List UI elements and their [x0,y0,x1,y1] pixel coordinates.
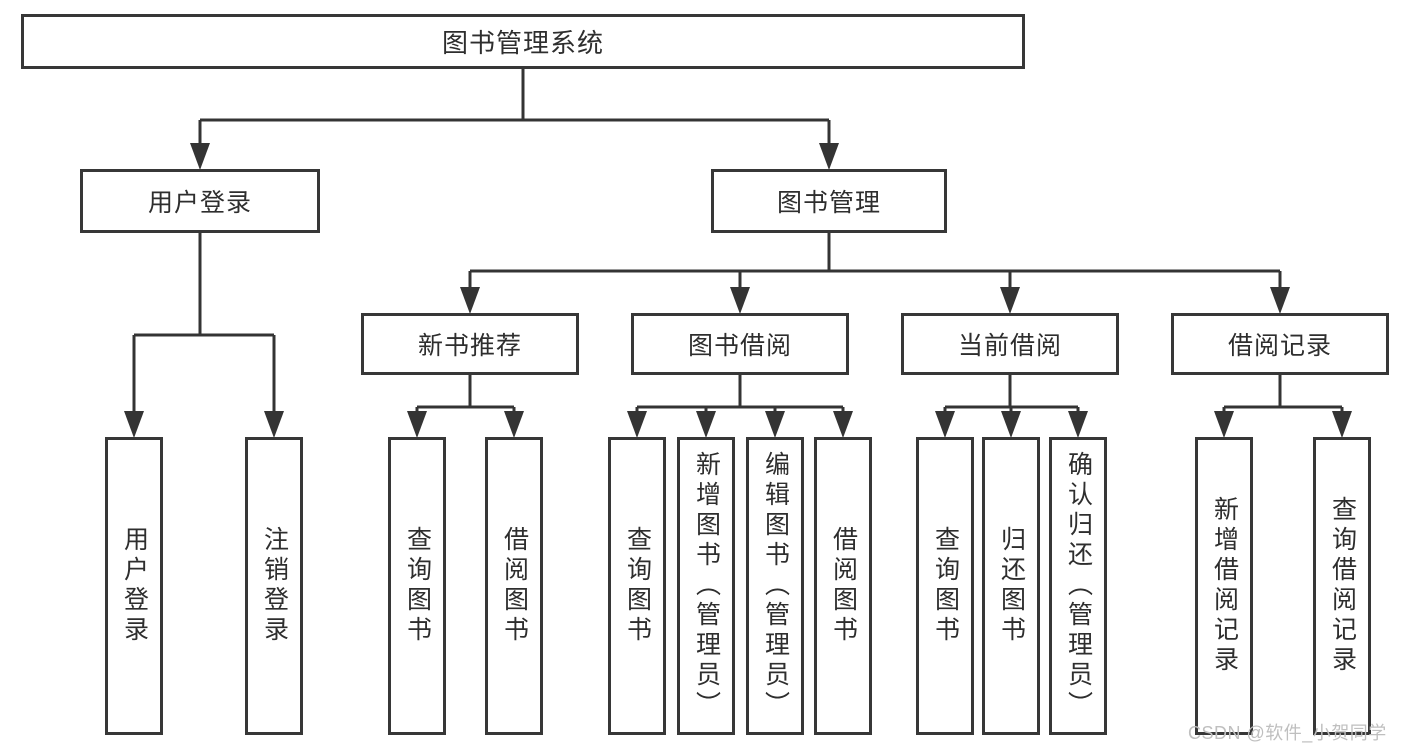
node-book-borrowing: 图书借阅 [631,313,849,375]
leaf-query-books-recommend-label: 查询图书 [403,526,432,646]
leaf-query-books-borrowing-label: 查询图书 [623,526,652,646]
leaf-confirm-return-admin-label: 确认归还（管理员） [1064,451,1093,721]
connector-book-borrowing-to-leaves [627,375,853,438]
leaf-query-books-borrowing: 查询图书 [608,437,666,735]
leaf-add-books-admin: 新增图书（管理员） [677,437,735,735]
node-new-book-recommend: 新书推荐 [361,313,579,375]
leaf-add-borrow-record: 新增借阅记录 [1195,437,1253,735]
leaf-edit-books-admin: 编辑图书（管理员） [746,437,804,735]
node-book-management-label: 图书管理 [776,189,881,217]
node-book-borrowing-label: 图书借阅 [687,332,792,360]
node-borrowing-records-label: 借阅记录 [1227,332,1332,360]
leaf-user-login: 用户登录 [105,437,163,735]
node-borrowing-records: 借阅记录 [1171,313,1389,375]
leaf-query-borrow-record: 查询借阅记录 [1313,437,1371,735]
connector-root-to-level2 [190,69,839,170]
leaf-borrow-books-recommend-label: 借阅图书 [500,526,529,646]
leaf-logout-login-label: 注销登录 [260,526,289,646]
connector-borrowing-records-to-leaves [1214,375,1352,438]
watermark: CSDN @软件_小贺同学 [1188,723,1387,743]
connector-user-login-to-leaves [124,233,284,438]
node-root-label: 图书管理系统 [441,28,604,58]
leaf-borrow-books-borrowing-label: 借阅图书 [829,526,858,646]
connector-current-borrowing-to-leaves [935,375,1088,438]
leaf-query-books-current: 查询图书 [916,437,974,735]
node-user-login-label: 用户登录 [147,189,252,217]
leaf-return-books-label: 归还图书 [997,526,1026,646]
leaf-edit-books-admin-label: 编辑图书（管理员） [761,451,790,721]
leaf-user-login-label: 用户登录 [120,526,149,646]
leaf-query-borrow-record-label: 查询借阅记录 [1328,496,1357,676]
connector-new-book-recommend-to-leaves [407,375,524,438]
node-book-management: 图书管理 [711,169,947,233]
leaf-return-books: 归还图书 [982,437,1040,735]
leaf-query-books-current-label: 查询图书 [931,526,960,646]
node-root: 图书管理系统 [21,14,1025,69]
leaf-borrow-books-recommend: 借阅图书 [485,437,543,735]
node-current-borrowing: 当前借阅 [901,313,1119,375]
leaf-add-borrow-record-label: 新增借阅记录 [1210,496,1239,676]
leaf-logout-login: 注销登录 [245,437,303,735]
node-new-book-recommend-label: 新书推荐 [417,332,522,360]
leaf-borrow-books-borrowing: 借阅图书 [814,437,872,735]
leaf-add-books-admin-label: 新增图书（管理员） [692,451,721,721]
connector-book-management-to-level3 [460,233,1290,314]
leaf-confirm-return-admin: 确认归还（管理员） [1049,437,1107,735]
node-current-borrowing-label: 当前借阅 [957,332,1062,360]
node-user-login: 用户登录 [80,169,320,233]
leaf-query-books-recommend: 查询图书 [388,437,446,735]
